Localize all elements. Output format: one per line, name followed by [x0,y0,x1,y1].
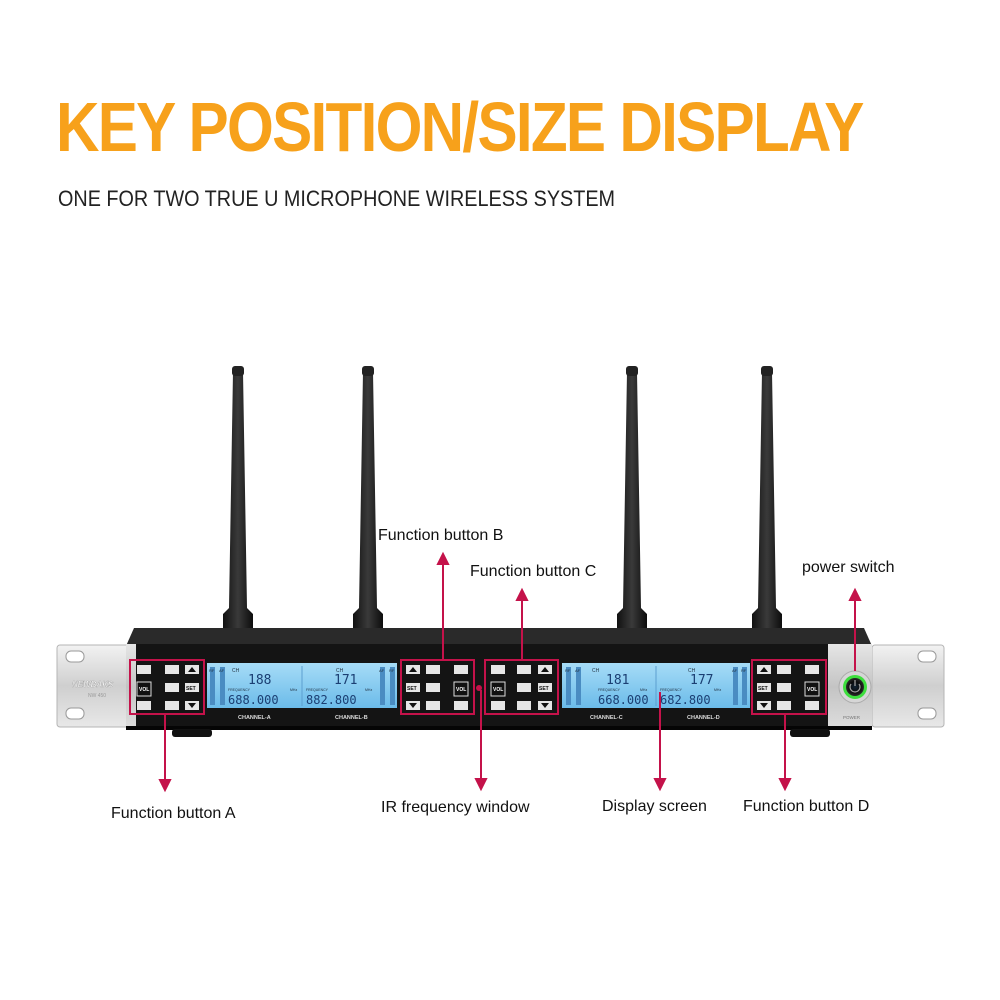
channel-b-frequency: 882.800 [306,693,357,707]
lcd-ch-label: CH [336,668,344,674]
channel-c-frequency: 668.000 [598,693,649,707]
lcd-frequency-label: FREQUENCY [660,688,683,692]
lcd-mhz-label: MHz [640,688,647,692]
lcd-ch-label: CH [688,668,696,674]
down-arrow-icon [188,703,768,708]
callout-function-button-d: Function button D [743,798,870,815]
callout-function-button-c: Function button C [470,563,597,580]
channel-d-frequency: 682.800 [660,693,711,707]
set-button-label: SET [758,686,768,692]
callout-function-button-a: Function button A [111,805,236,822]
page-title: KEY POSITION/SIZE DISPLAY [56,88,864,166]
vol-button-label: VOL [456,687,466,693]
channel-a-number: 188 [248,673,271,688]
vol-button-label: VOL [139,687,149,693]
lcd-ch-label: CH [592,668,600,674]
foot [790,729,830,737]
lcd-af-label: AF [379,668,385,673]
foot [172,729,212,737]
lcd-mhz-label: MHz [365,688,372,692]
chassis-top [126,628,872,646]
rack-ear-right [871,644,945,728]
callout-ir-frequency-window: IR frequency window [381,799,530,816]
lcd-rf-label: RF [389,668,395,673]
lcd-rf-label: RF [209,668,215,673]
lcd-frequency-label: FREQUENCY [228,688,251,692]
channel-b-label: CHANNEL-B [335,715,368,721]
ir-frequency-window [476,685,482,691]
channel-d-number: 177 [690,673,713,688]
lcd-rf-label: RF [741,668,747,673]
page-subtitle: ONE FOR TWO TRUE U MICROPHONE WIRELESS S… [58,186,616,211]
channel-d-label: CHANNEL-D [687,715,720,721]
vol-button-label: VOL [807,687,817,693]
channel-a-label: CHANNEL-A [238,715,271,721]
lcd-display-right [562,663,750,708]
lcd-frequency-label: FREQUENCY [598,688,621,692]
lcd-af-label: AF [575,668,581,673]
vol-button-label: VOL [493,687,503,693]
lcd-frequency-label: FREQUENCY [306,688,329,692]
lcd-rf-label: RF [565,668,571,673]
lcd-display-left [207,663,397,708]
callout-power-switch: power switch [802,559,895,576]
brand-logo: NEWBAKS [72,680,114,689]
antenna [223,366,782,632]
set-button-label: SET [407,686,417,692]
power-label: POWER [843,715,861,720]
channel-a-frequency: 688.000 [228,693,279,707]
lcd-af-label: AF [732,668,738,673]
power-icon [849,683,861,693]
channel-c-label: CHANNEL-C [590,715,623,721]
channel-b-number: 171 [334,673,357,688]
callout-function-button-b: Function button B [378,527,504,544]
model-label: NW 450 [88,693,106,699]
callout-display-screen: Display screen [602,798,707,815]
power-switch[interactable] [838,670,872,704]
lcd-ch-label: CH [232,668,240,674]
channel-c-number: 181 [606,673,629,688]
set-button-label: SET [186,686,196,692]
rack-ear-left [56,644,130,728]
lcd-mhz-label: MHz [290,688,297,692]
set-button-label: SET [539,686,549,692]
up-arrow-icon [188,667,768,672]
callout-arrows [158,551,862,793]
lcd-mhz-label: MHz [714,688,721,692]
lcd-af-label: AF [219,668,225,673]
